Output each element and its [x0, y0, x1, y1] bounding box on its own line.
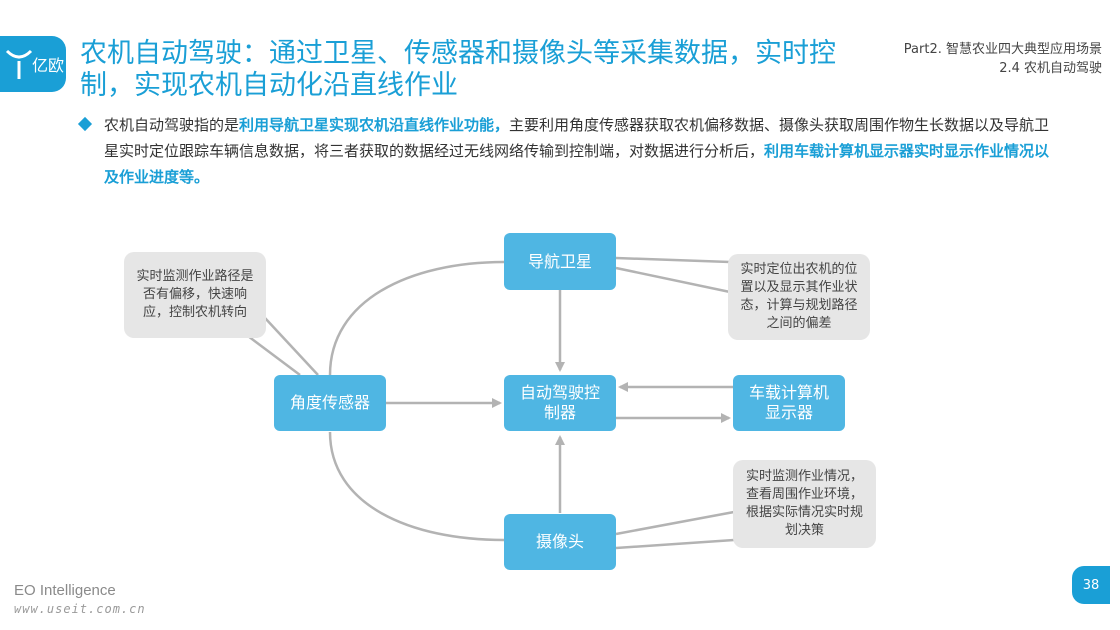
node-vehicle-computer: 车载计算机显示器 — [733, 375, 845, 431]
part-label-line1: Part2. 智慧农业四大典型应用场景 — [903, 42, 1102, 57]
description-text-2: 主要利用角度传感器获取农机偏移数据、摄像头获取周围作物生长数据以及导航卫星实时定… — [104, 116, 1050, 160]
node-camera: 摄像头 — [504, 514, 616, 570]
note-camera: 实时监测作业情况，查看周围作业环境，根据实际情况实时规划决策 — [733, 460, 876, 548]
node-controller: 自动驾驶控制器 — [504, 375, 616, 431]
description-highlight-2: 利用车载计算机显示器实时显示作业情况以及作业进度等。 — [104, 142, 1050, 186]
description-highlight-1: 利用导航卫星实现农机沿直线作业功能， — [239, 116, 510, 134]
footer-brand: EO Intelligence — [14, 582, 116, 599]
logo: 亿欧 — [0, 36, 66, 92]
arc-sensor-satellite — [328, 260, 505, 376]
leader-note-satellite-1 — [615, 256, 731, 264]
leader-note-camera-1 — [615, 510, 735, 536]
y-logo-icon — [5, 49, 33, 79]
note-sensor: 实时监测作业路径是否有偏移，快速响应，控制农机转向 — [124, 252, 266, 338]
description: 农机自动驾驶指的是利用导航卫星实现农机沿直线作业功能，主要利用角度传感器获取农机… — [104, 112, 1054, 190]
leader-note-satellite-2 — [615, 266, 731, 294]
arc-sensor-camera — [328, 431, 505, 542]
leader-note-sensor-2 — [264, 317, 319, 376]
footer-url: www.useit.com.cn — [14, 602, 146, 616]
page-number: 38 — [1072, 566, 1110, 604]
leader-note-sensor-1 — [247, 335, 301, 376]
leader-note-camera-2 — [615, 538, 735, 550]
note-satellite: 实时定位出农机的位置以及显示其作业状态，计算与规划路径之间的偏差 — [728, 254, 870, 340]
logo-text: 亿欧 — [32, 56, 65, 75]
page-title: 农机自动驾驶：通过卫星、传感器和摄像头等采集数据，实时控制，实现农机自动化沿直线… — [80, 38, 836, 101]
part-label: Part2. 智慧农业四大典型应用场景 2.4 农机自动驾驶 — [904, 40, 1102, 78]
node-satellite: 导航卫星 — [504, 233, 616, 290]
description-text-1: 农机自动驾驶指的是 — [104, 116, 240, 134]
part-label-line2: 2.4 农机自动驾驶 — [999, 61, 1102, 76]
node-angle-sensor: 角度传感器 — [274, 375, 386, 431]
